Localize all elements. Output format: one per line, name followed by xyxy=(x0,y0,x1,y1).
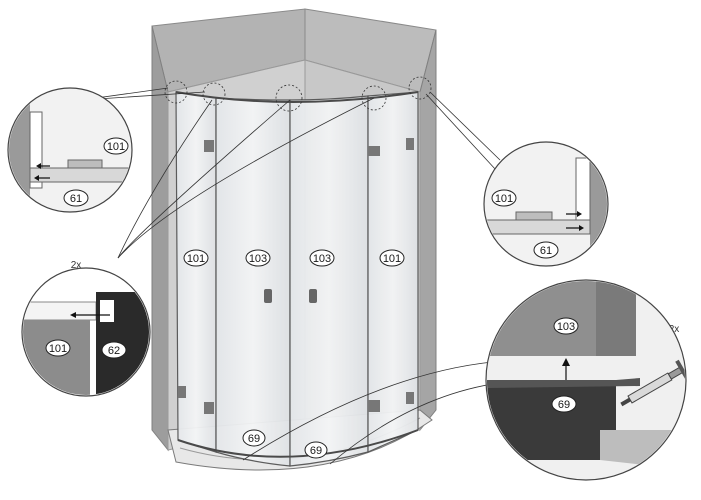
label-panel-left-outer: 101 xyxy=(187,253,205,265)
enclosure-labels: 101 103 103 101 69 69 xyxy=(183,249,405,459)
callout-mid-left: 2x 101 62 xyxy=(21,260,151,397)
callout-top-right-part-a: 101 xyxy=(495,193,513,205)
label-seal-bottom-right: 69 xyxy=(310,445,322,457)
callout-bottom-right: 2x 103 69 xyxy=(485,279,687,481)
callout-mid-left-part-b: 62 xyxy=(108,345,120,357)
label-panel-right-outer: 101 xyxy=(383,253,401,265)
callout-top-left-part-a: 101 xyxy=(107,141,125,153)
glass-enclosure xyxy=(175,91,419,467)
label-seal-bottom-left: 69 xyxy=(248,433,260,445)
callout-bottom-right-part-a: 103 xyxy=(557,321,575,333)
callout-mid-left-count: 2x xyxy=(71,260,82,271)
callout-top-right-part-b: 61 xyxy=(540,245,552,257)
callout-top-right: 101 61 xyxy=(483,141,609,267)
label-panel-left-door: 103 xyxy=(249,253,267,265)
callout-bottom-right-part-b: 69 xyxy=(558,399,570,411)
callout-top-left: 101 61 xyxy=(7,87,133,213)
callout-top-left-part-b: 61 xyxy=(70,193,82,205)
label-panel-right-door: 103 xyxy=(313,253,331,265)
callout-bottom-right-count: 2x xyxy=(669,324,680,335)
detail-markers xyxy=(164,76,432,112)
callout-mid-left-part-a: 101 xyxy=(49,343,67,355)
